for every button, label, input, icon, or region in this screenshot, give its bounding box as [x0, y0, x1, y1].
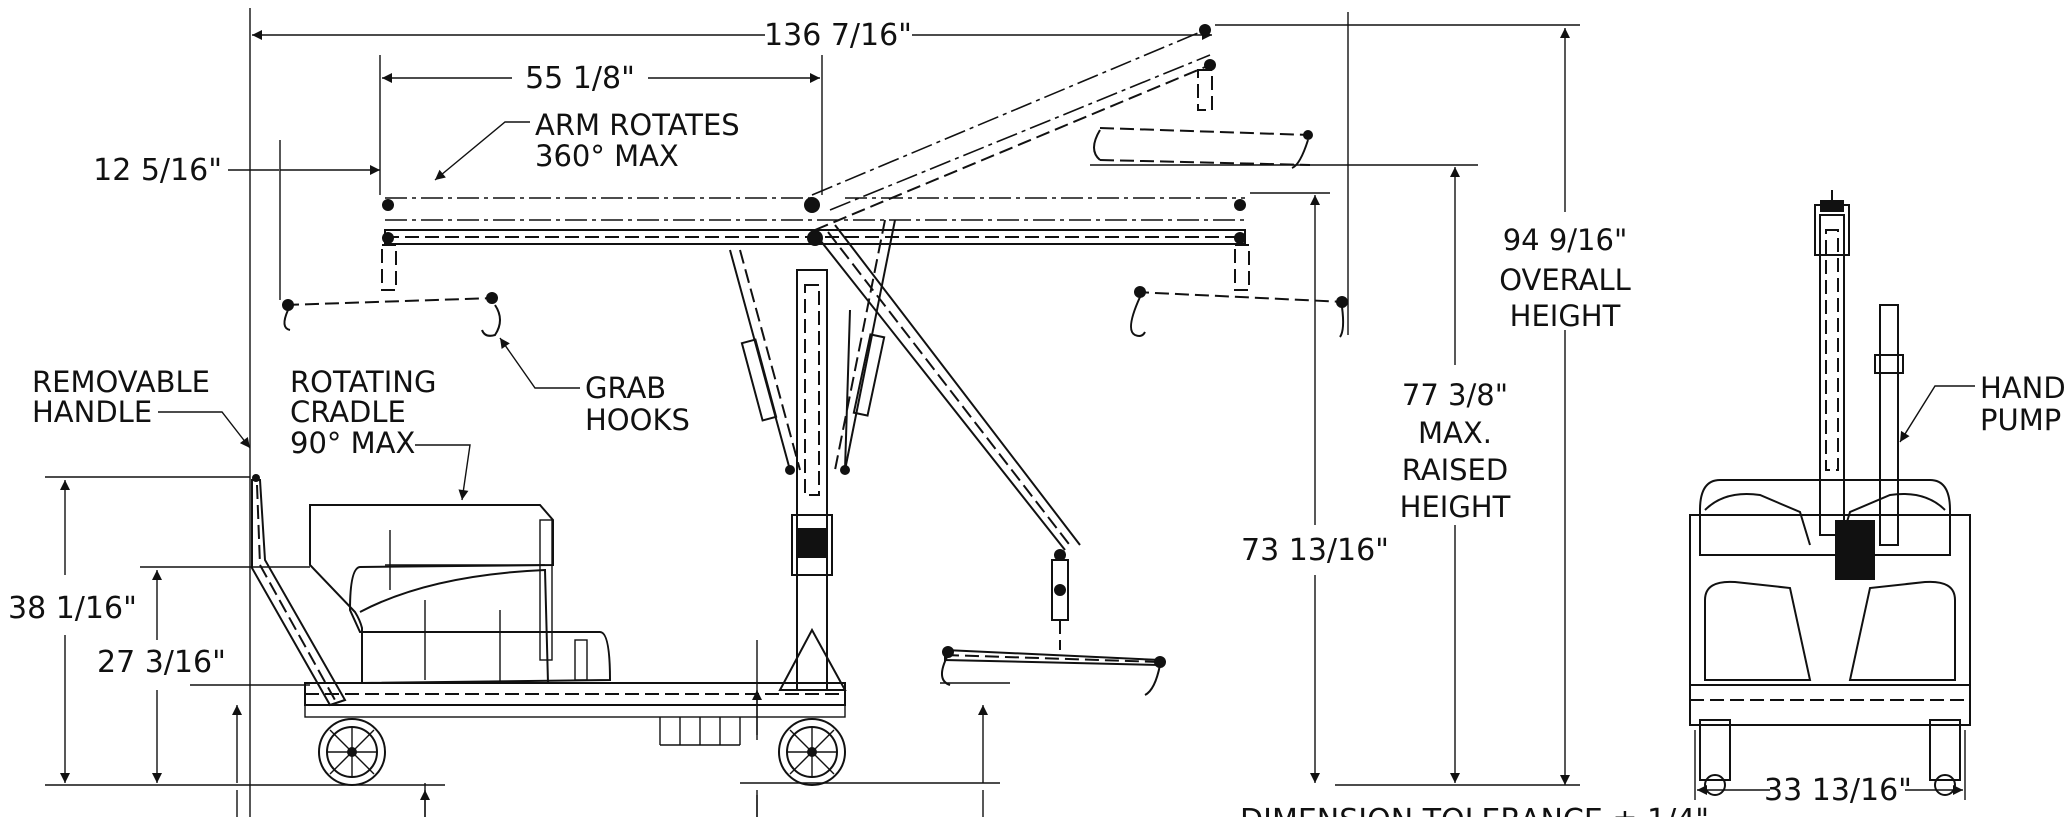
removable-handle-label: REMOVABLE: [32, 365, 210, 399]
rotating-cradle-label-3: 90° MAX: [290, 426, 415, 460]
rotating-cradle-label: ROTATING: [290, 365, 436, 399]
hand-pump-label-2: PUMP: [1980, 403, 2061, 437]
dimension-lines: [45, 8, 1580, 817]
rotating-cradle: [309, 504, 612, 685]
max-raised-label: MAX.: [1418, 416, 1492, 450]
base-width-dim: 33 13/16": [1764, 773, 1912, 808]
max-raised-label-2: RAISED: [1402, 453, 1508, 487]
grab-hooks: [282, 244, 1348, 338]
hand-pump-label: HAND: [1980, 371, 2066, 405]
boom-horizontal: [382, 197, 1246, 246]
front-wheel: [778, 718, 846, 786]
end-view: [1689, 190, 1971, 800]
removable-handle-label-2: HANDLE: [32, 395, 152, 429]
removable-handle: [251, 474, 347, 707]
tolerance-note: DIMENSION TOLERANCE ± 1/4": [1240, 803, 1709, 817]
lowered-height-dim: 73 13/16": [1241, 533, 1389, 568]
overall-height-label: OVERALL: [1499, 263, 1631, 297]
rotating-cradle-label-2: CRADLE: [290, 395, 406, 429]
arm-offset-dim: 12 5/16": [93, 153, 222, 188]
handle-height-dim: 38 1/16": [8, 591, 137, 626]
overall-length-dim: 136 7/16": [764, 18, 912, 53]
arm-reach-dim: 55 1/8": [525, 61, 635, 96]
boom-lowered: [819, 224, 1166, 696]
arm-rotates-label-2: 360° MAX: [535, 139, 679, 173]
rear-wheel: [318, 718, 386, 786]
arm-rotates-label: ARM ROTATES: [535, 108, 740, 142]
crane-mast: [729, 219, 896, 691]
boom-raised: [811, 24, 1313, 231]
overall-height-label-2: HEIGHT: [1510, 299, 1621, 333]
leader-lines: [158, 121, 1975, 501]
max-raised-label-3: HEIGHT: [1400, 490, 1511, 524]
crane-base: [304, 682, 846, 746]
max-raised-height-dim: 77 3/8": [1402, 378, 1508, 412]
grab-hooks-label-2: HOOKS: [585, 403, 690, 437]
grab-hooks-label: GRAB: [585, 371, 666, 405]
overall-height-dim: 94 9/16": [1503, 223, 1628, 257]
cradle-height-dim: 27 3/16": [97, 645, 226, 680]
